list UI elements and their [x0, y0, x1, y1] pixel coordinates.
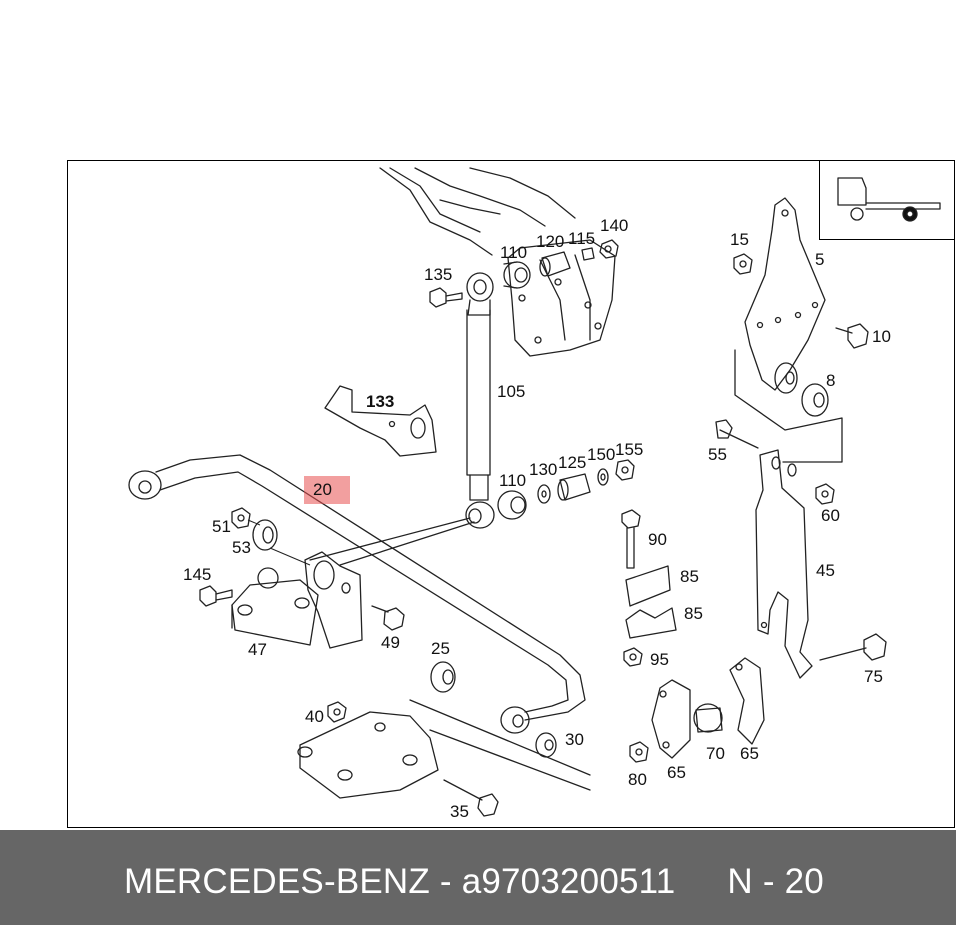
shock-absorber	[465, 272, 495, 529]
washer-150	[597, 468, 609, 486]
footer-brand: MERCEDES-BENZ	[124, 862, 430, 901]
callout-155: 155	[615, 440, 644, 459]
bolt-90	[621, 509, 641, 569]
footer-caption: MERCEDES-BENZ - a9703200511 N - 20	[124, 862, 824, 902]
footer-separator: -	[429, 862, 462, 901]
bracket-133	[324, 385, 437, 457]
nut-80	[629, 741, 649, 763]
callout-25: 25	[431, 639, 450, 658]
callout-95: 95	[650, 650, 669, 669]
callout-135: 135	[424, 265, 453, 284]
connecting-line-2	[339, 521, 475, 566]
nut-15	[733, 253, 753, 275]
bushing-8	[801, 383, 829, 417]
callout-55: 55	[708, 445, 727, 464]
callout-65-right: 65	[740, 744, 759, 763]
callout-15: 15	[730, 230, 749, 249]
bolt-75	[819, 633, 887, 661]
truck-axle-icon	[837, 177, 941, 222]
bushing-110-bottom	[497, 490, 527, 520]
leader-lines	[247, 519, 311, 566]
nut-140	[599, 239, 619, 259]
callout-130: 130	[529, 460, 558, 479]
callout-30: 30	[565, 730, 584, 749]
spacer-120	[539, 251, 571, 277]
bolt-10	[835, 323, 869, 349]
callout-53: 53	[232, 538, 251, 557]
washer-130	[537, 484, 551, 504]
bracket-47	[231, 551, 363, 649]
callout-150: 150	[587, 445, 616, 464]
bolt-55	[715, 419, 759, 449]
callout-49: 49	[381, 633, 400, 652]
bolt-135	[429, 287, 463, 308]
diagram-frame	[67, 160, 955, 828]
bearing-plate	[297, 699, 591, 799]
bushing-53	[252, 519, 278, 551]
callout-125: 125	[558, 453, 587, 472]
callout-105: 105	[497, 382, 526, 401]
bearing-housing-65-right	[729, 657, 765, 745]
callout-75: 75	[864, 667, 883, 686]
bearing-housing-65-left	[651, 679, 691, 759]
callout-110-top: 110	[500, 243, 528, 262]
spacer-125	[557, 473, 591, 501]
sleeve-115	[581, 247, 595, 261]
connecting-line	[309, 517, 471, 561]
callout-51: 51	[212, 517, 231, 536]
nut-60	[815, 483, 835, 505]
bolt-145	[199, 585, 233, 607]
nut-51	[231, 507, 251, 529]
footer-ref: N - 20	[727, 862, 824, 901]
callout-145: 145	[183, 565, 212, 584]
stabilizer-bar	[128, 454, 586, 734]
callout-45: 45	[816, 561, 835, 580]
callout-70: 70	[706, 744, 725, 763]
callout-60: 60	[821, 506, 840, 525]
bolt-49	[371, 605, 405, 631]
highlight-box-20	[304, 476, 350, 504]
callout-115: 115	[568, 229, 596, 248]
bracket-5	[734, 197, 843, 463]
bolt-35	[443, 779, 499, 817]
hanger-45	[755, 449, 813, 679]
bushing-25	[430, 661, 456, 693]
nut-40	[327, 701, 347, 723]
callout-110-bottom: 110	[499, 471, 527, 490]
callout-133: 133	[366, 392, 395, 411]
callout-40: 40	[305, 707, 324, 726]
nut-155	[615, 459, 635, 481]
callout-80: 80	[628, 770, 647, 789]
frame-rail	[379, 167, 576, 256]
footer-bar	[0, 830, 956, 925]
callout-140: 140	[600, 216, 629, 235]
callout-90: 90	[648, 530, 667, 549]
callout-47: 47	[248, 640, 267, 659]
callout-10: 10	[872, 327, 891, 346]
callout-35: 35	[450, 802, 469, 821]
bushing-110-top	[503, 261, 531, 289]
callout-85-lower: 85	[684, 604, 703, 623]
nut-95	[623, 647, 643, 667]
vehicle-inset	[819, 160, 955, 240]
parts-diagram: 20 135 110 120 115 140 15 5 10 8 105 133…	[67, 160, 955, 828]
footer-part-number: a9703200511	[461, 862, 676, 901]
callout-8: 8	[826, 371, 836, 390]
callout-65-left: 65	[667, 763, 686, 782]
rubber-bearing-70	[693, 703, 723, 733]
callout-highlight-20: 20	[313, 480, 332, 499]
callout-120: 120	[536, 232, 565, 251]
clamp-85-upper	[625, 565, 671, 607]
clamp-85-lower	[625, 607, 677, 639]
diagram-drawing	[128, 167, 941, 817]
callout-5: 5	[815, 250, 825, 269]
callout-85-upper: 85	[680, 567, 699, 586]
